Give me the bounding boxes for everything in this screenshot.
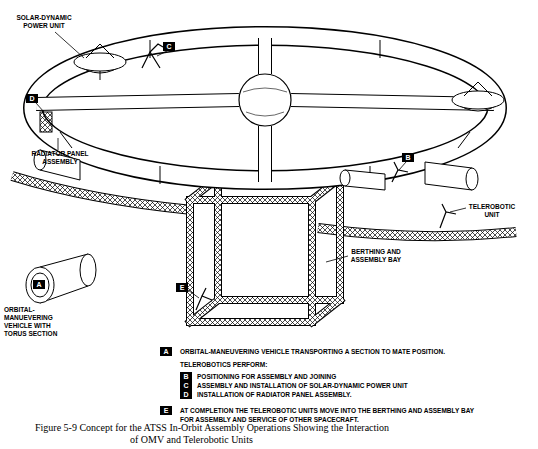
omv-face — [26, 267, 54, 303]
leader-line — [36, 103, 44, 112]
callout-letter: C — [183, 382, 188, 389]
hub-shading — [243, 88, 287, 116]
key-text: TELEROBOTICS PERFORM: — [180, 360, 267, 369]
telerobot-arm — [142, 44, 163, 68]
callout-letter: D — [183, 391, 188, 398]
callout-box: C — [163, 42, 175, 51]
berthing-bay — [190, 178, 340, 322]
callout-box: A — [33, 280, 45, 289]
callout-box: E — [176, 283, 188, 292]
leader-line — [450, 208, 466, 212]
key-text: ORBITAL-MANEUVERING VEHICLE TRANSPORTING… — [180, 347, 445, 356]
module-body — [345, 170, 385, 190]
part-label: TELEROBOTIC UNIT — [462, 203, 522, 219]
callout-letter: B — [405, 154, 410, 161]
callout-letter: E — [180, 284, 185, 291]
torus-joint — [380, 40, 381, 58]
callout-box: D — [180, 390, 192, 399]
ring-modules — [34, 150, 478, 190]
key-text: ASSEMBLY AND INSTALLATION OF SOLAR-DYNAM… — [197, 381, 408, 390]
callout-box: A — [160, 347, 172, 356]
telerobot-arm — [392, 162, 408, 182]
central-hub — [239, 74, 291, 126]
callout-letter: E — [164, 407, 169, 414]
callout-box: D — [26, 94, 38, 103]
leader-line — [157, 51, 167, 56]
bay-truss-fill — [190, 178, 340, 322]
part-label: ORBITAL-MANUEVERING VEHICLE WITH TORUS S… — [4, 306, 70, 338]
dish-rim — [452, 91, 504, 109]
part-label: BERTHING AND ASSEMBLY BAY — [344, 248, 408, 264]
callout-letter: A — [163, 348, 168, 355]
torus-joint — [160, 166, 161, 184]
dish-mast — [86, 44, 114, 80]
omv-ring — [31, 273, 49, 297]
callout-letter: C — [166, 43, 171, 50]
omv-rear — [80, 254, 96, 286]
torus-joint — [60, 132, 72, 148]
callout-letter: A — [36, 281, 41, 288]
telerobots — [142, 44, 456, 310]
module-end — [466, 168, 478, 190]
leader-line — [188, 290, 199, 298]
callout-box: C — [180, 381, 192, 390]
omv-vehicle — [26, 254, 96, 303]
callout-box: E — [160, 406, 172, 415]
key-text: AT COMPLETION THE TELEROBOTIC UNITS MOVE… — [180, 406, 480, 424]
callout-letter: D — [29, 95, 34, 102]
part-label: RADIATOR PANEL ASSEMBLY — [24, 150, 96, 166]
part-label: SOLAR-DYNAMIC POWER UNIT — [8, 14, 80, 30]
leader-lines — [36, 32, 466, 298]
torus-joint — [150, 40, 151, 58]
leader-line — [399, 162, 406, 170]
module-end — [340, 170, 350, 186]
key-text: INSTALLATION OF RADIATOR PANEL ASSEMBLY. — [197, 390, 351, 399]
spoke-fill — [36, 38, 494, 182]
callout-box: B — [402, 153, 414, 162]
figure-caption: Figure 5-9 Concept for the ATSS In-Orbit… — [130, 422, 392, 446]
callout-box: B — [180, 372, 192, 381]
bay-truss-outline — [190, 178, 340, 322]
dish-mast — [464, 82, 492, 96]
solar-dynamic-unit — [74, 44, 504, 111]
spokes — [36, 38, 494, 182]
leader-line — [326, 256, 348, 262]
bay-truss-hatch — [190, 178, 340, 322]
torus-joint — [458, 132, 470, 148]
radiator-panel — [40, 112, 52, 132]
key-text: POSITIONING FOR ASSEMBLY AND JOINING — [197, 372, 336, 381]
module-body — [425, 162, 472, 190]
leader-line — [55, 32, 84, 58]
callout-letter: B — [183, 373, 188, 380]
spoke-outline — [36, 38, 494, 182]
telerobot-arm — [196, 288, 212, 310]
leader-line — [58, 138, 59, 150]
telerobot-arm — [440, 204, 456, 228]
